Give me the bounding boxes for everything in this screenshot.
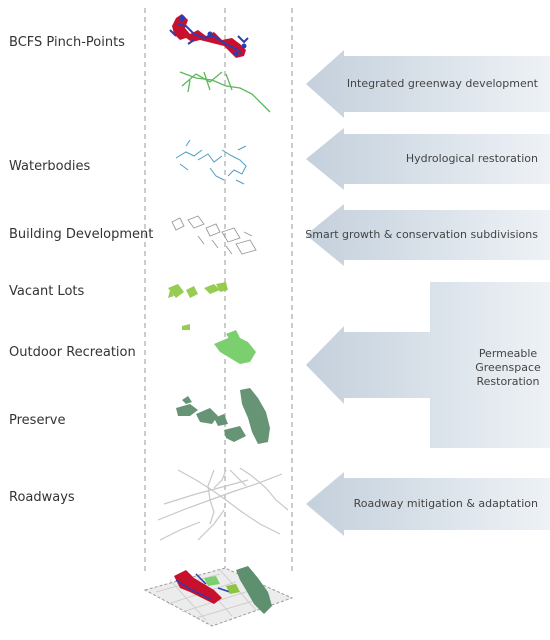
combined-base-map	[143, 566, 294, 627]
outdoor-recreation-map	[214, 330, 256, 364]
strategy-arrows	[306, 50, 550, 536]
strategy-label-permeable-line-1: Permeable	[478, 347, 538, 360]
building-development-map	[171, 215, 257, 255]
layer-label-waterbodies: Waterbodies	[9, 159, 91, 174]
layer-label-roadways: Roadways	[9, 490, 75, 505]
strategy-label-smart: Smart growth & conservation subdivisions	[305, 228, 538, 241]
layer-label-vacant: Vacant Lots	[9, 284, 85, 299]
layer-label-preserve: Preserve	[9, 413, 66, 428]
layer-label-recreation: Outdoor Recreation	[9, 345, 136, 360]
preserve-map	[176, 388, 270, 444]
arrow-greenway	[306, 50, 550, 118]
waterbodies-map	[175, 139, 247, 185]
layer-label-building: Building Development	[9, 227, 154, 242]
arrow-permeable	[306, 282, 550, 448]
greenway-map	[179, 71, 271, 113]
strategy-label-permeable-line-2: Greenspace	[475, 361, 541, 374]
strategy-label-hydro: Hydrological restoration	[405, 152, 538, 165]
vacant-lots-map	[168, 282, 228, 330]
roadways-map	[157, 467, 289, 541]
arrow-smart	[306, 204, 550, 266]
strategy-label-greenway: Integrated greenway development	[346, 77, 538, 90]
bcfs-pinch-points-map	[169, 14, 249, 58]
strategy-label-roadway: Roadway mitigation & adaptation	[353, 497, 538, 510]
arrow-roadway	[306, 472, 550, 536]
arrow-hydro	[306, 128, 550, 190]
layer-label-bcfs: BCFS Pinch-Points	[9, 35, 125, 50]
strategy-label-permeable: Permeable Greenspace Restoration	[473, 347, 543, 389]
strategy-label-permeable-line-3: Restoration	[476, 375, 540, 388]
